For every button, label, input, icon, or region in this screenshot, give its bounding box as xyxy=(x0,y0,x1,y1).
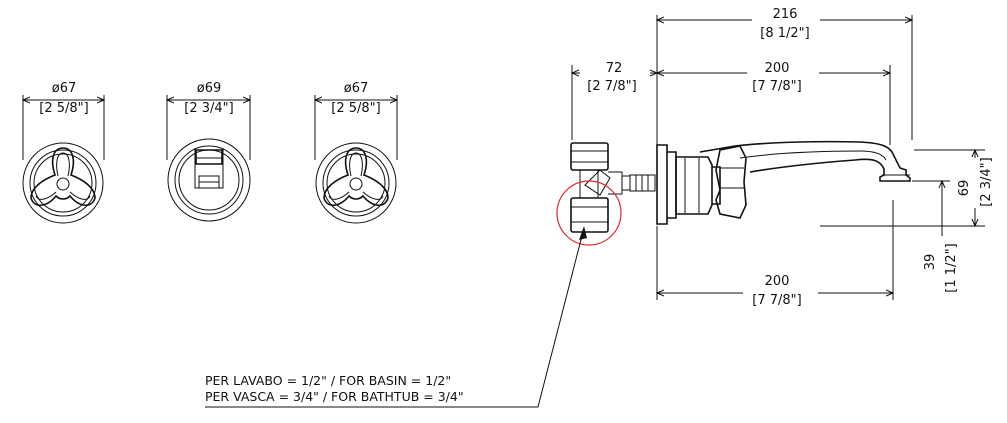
handle-left-view: ø67 [2 5/8"] xyxy=(22,81,104,224)
handle-center-inches: [2 3/4"] xyxy=(184,101,233,116)
valve-body xyxy=(570,142,656,233)
dimension-overall-width: 216 [8 1/2"] xyxy=(657,6,912,150)
handle-left-dimension: ø67 [2 5/8"] xyxy=(23,81,104,160)
overall-width-mm: 216 xyxy=(773,7,798,22)
spout-reach-mm: 200 xyxy=(765,61,790,76)
handle-center-diameter: ø69 xyxy=(197,81,222,96)
handle-right-inches: [2 5/8"] xyxy=(331,101,380,116)
height-lower-inches: [1 1/2"] xyxy=(944,243,959,292)
body-depth-mm: 72 xyxy=(606,61,623,76)
dimension-body-depth: 72 [2 7/8"] xyxy=(572,58,657,140)
handle-center-view: ø69 [2 3/4"] xyxy=(167,81,251,222)
handle-right-dimension: ø67 [2 5/8"] xyxy=(315,81,397,160)
spout-reach-inches: [7 7/8"] xyxy=(752,79,801,94)
dimension-height-upper: 69 [2 3/4"] xyxy=(820,150,995,226)
handle-left-icon xyxy=(22,142,104,224)
handle-left-diameter: ø67 xyxy=(52,81,77,96)
note-line-2: PER VASCA = 3/4" / FOR BATHTUB = 3/4" xyxy=(205,389,464,404)
note-line-1: PER LAVABO = 1/2" / FOR BASIN = 1/2" xyxy=(205,373,451,388)
height-upper-mm: 69 xyxy=(957,180,972,197)
height-lower-mm: 39 xyxy=(923,254,938,271)
connection-note: PER LAVABO = 1/2" / FOR BASIN = 1/2" PER… xyxy=(205,226,587,408)
dimension-spout-reach: 200 [7 7/8"] xyxy=(657,58,890,145)
handle-right-diameter: ø67 xyxy=(344,81,369,96)
handle-center-dimension: ø69 [2 3/4"] xyxy=(167,81,250,160)
body-depth-inches: [2 7/8"] xyxy=(587,79,636,94)
callout-circle xyxy=(556,180,622,246)
overall-width-inches: [8 1/2"] xyxy=(760,26,809,41)
handle-left-inches: [2 5/8"] xyxy=(39,101,88,116)
handle-right-icon xyxy=(315,142,397,224)
bottom-reach-inches: [7 7/8"] xyxy=(752,293,801,308)
handle-center-icon xyxy=(167,138,251,222)
dimension-height-lower: 39 [1 1/2"] xyxy=(915,181,963,296)
height-upper-inches: [2 3/4"] xyxy=(979,157,994,206)
faucet-side-view: 216 [8 1/2"] 200 [7 7/8"] 72 [2 7/8"] xyxy=(556,6,995,310)
bottom-reach-mm: 200 xyxy=(765,274,790,289)
dimension-bottom-reach: 200 [7 7/8"] xyxy=(657,200,893,310)
spout-assembly xyxy=(656,140,911,225)
handle-right-view: ø67 [2 5/8"] xyxy=(315,81,397,224)
